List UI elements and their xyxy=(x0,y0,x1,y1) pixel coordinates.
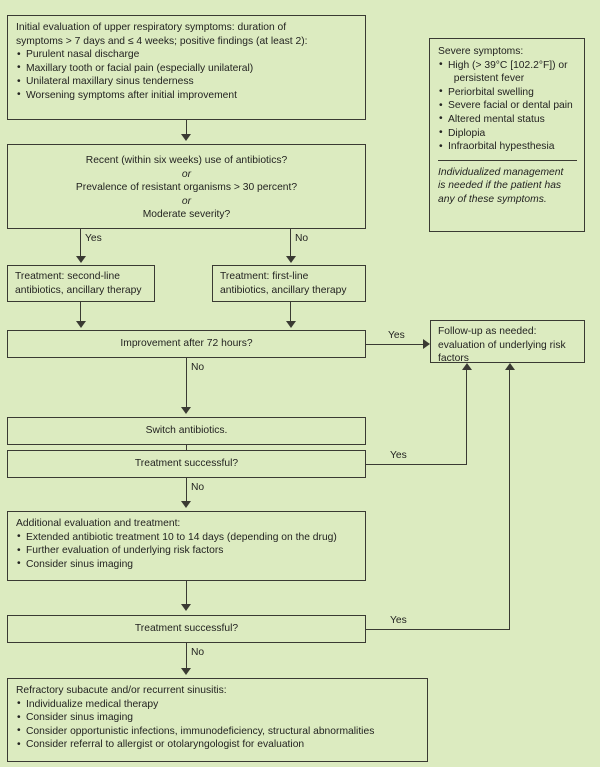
arrowhead-down xyxy=(181,604,191,611)
refractory-title: Refractory subacute and/or recurrent sin… xyxy=(16,685,227,696)
list-item: Consider opportunistic infections, immun… xyxy=(16,724,420,739)
severe-symptoms-divider xyxy=(438,159,577,161)
node-improvement-72-hours: Improvement after 72 hours? xyxy=(7,330,366,358)
list-item: Consider referral to allergist or otolar… xyxy=(16,738,420,752)
list-item: Individualize medical therapy xyxy=(16,697,420,712)
additional-evaluation-bullets: Extended antibiotic treatment 10 to 14 d… xyxy=(16,530,358,572)
edge-risk-no xyxy=(290,229,292,259)
risk-decision-line1: Recent (within six weeks) use of antibio… xyxy=(85,155,288,166)
arrowhead-down xyxy=(181,134,191,141)
node-treatment-successful-1: Treatment successful? xyxy=(7,450,366,478)
treatment-successful-1-text: Treatment successful? xyxy=(134,458,239,470)
arrowhead-up xyxy=(461,363,472,370)
initial-evaluation-title: Initial evaluation of upper respiratory … xyxy=(16,22,308,47)
arrowhead-down xyxy=(285,256,296,263)
list-item: Consider sinus imaging xyxy=(16,557,358,572)
node-treatment-second-line: Treatment: second-line antibiotics, anci… xyxy=(7,265,155,302)
treatment-first-line-text: Treatment: first-line antibiotics, ancil… xyxy=(220,271,347,296)
list-item: Worsening symptoms after initial improve… xyxy=(16,88,358,103)
list-item: Diplopia xyxy=(438,126,577,141)
risk-decision-or-1: or xyxy=(181,168,192,180)
list-item: Further evaluation of underlying risk fa… xyxy=(16,544,358,558)
node-risk-decision: Recent (within six weeks) use of antibio… xyxy=(7,144,366,229)
node-follow-up: Follow-up as needed: evaluation of under… xyxy=(430,320,585,365)
edge-success2-no xyxy=(185,643,187,672)
edge-label-improvement-yes: Yes xyxy=(388,330,405,341)
additional-evaluation-title: Additional evaluation and treatment: xyxy=(16,518,181,529)
arrowhead-up xyxy=(504,363,515,370)
edge-improvement-yes xyxy=(366,343,424,345)
severe-symptoms-bullets: High (> 39°C [102.2°F]) or persistent fe… xyxy=(438,58,577,154)
severe-symptoms-note: Individualized management is needed if t… xyxy=(438,166,564,205)
list-item: Maxillary tooth or facial pain (especial… xyxy=(16,61,358,76)
list-item: Extended antibiotic treatment 10 to 14 d… xyxy=(16,530,358,545)
list-item: Infraorbital hypesthesia xyxy=(438,140,577,154)
edge-success2-yes-vertical xyxy=(509,370,511,629)
list-item: Consider sinus imaging xyxy=(16,711,420,725)
switch-antibiotics-text: Switch antibiotics. xyxy=(145,425,228,437)
improvement-72-hours-text: Improvement after 72 hours? xyxy=(120,338,253,350)
arrowhead-down xyxy=(285,321,296,328)
edge-label-risk-yes: Yes xyxy=(85,233,102,244)
edge-secondline-to-improvement xyxy=(80,302,82,324)
risk-decision-line3: Moderate severity? xyxy=(142,209,231,221)
edge-label-success2-no: No xyxy=(191,647,205,658)
list-item: High (> 39°C [102.2°F]) or persistent fe… xyxy=(438,58,577,86)
edge-success2-yes-horizontal xyxy=(366,628,510,630)
arrowhead-down xyxy=(181,407,191,414)
treatment-second-line-text: Treatment: second-line antibiotics, anci… xyxy=(15,271,142,296)
list-item: Altered mental status xyxy=(438,112,577,127)
edge-risk-yes xyxy=(80,229,82,259)
edge-label-success2-yes: Yes xyxy=(390,615,407,626)
severe-symptoms-title: Severe symptoms: xyxy=(438,46,524,57)
list-item: Severe facial or dental pain xyxy=(438,99,577,113)
list-item: Periorbital swelling xyxy=(438,85,577,100)
edge-label-success1-yes: Yes xyxy=(390,450,407,461)
refractory-bullets: Individualize medical therapy Consider s… xyxy=(16,697,420,752)
follow-up-text: Follow-up as needed: evaluation of under… xyxy=(438,326,566,365)
node-treatment-successful-2: Treatment successful? xyxy=(7,615,366,643)
node-additional-evaluation: Additional evaluation and treatment: Ext… xyxy=(7,511,366,581)
arrowhead-down xyxy=(181,668,191,675)
edge-label-risk-no: No xyxy=(295,233,309,244)
edge-success1-no xyxy=(185,478,187,505)
treatment-successful-2-text: Treatment successful? xyxy=(134,623,239,635)
arrowhead-right xyxy=(423,339,430,349)
arrowhead-down xyxy=(181,501,191,508)
edge-success1-yes-vertical xyxy=(466,370,468,464)
initial-evaluation-bullets: Purulent nasal discharge Maxillary tooth… xyxy=(16,48,358,102)
edge-label-improvement-no: No xyxy=(191,362,205,373)
node-treatment-first-line: Treatment: first-line antibiotics, ancil… xyxy=(212,265,366,302)
list-item: Purulent nasal discharge xyxy=(16,48,358,62)
node-refractory-sinusitis: Refractory subacute and/or recurrent sin… xyxy=(7,678,428,762)
node-severe-symptoms: Severe symptoms: High (> 39°C [102.2°F])… xyxy=(429,38,585,232)
edge-firstline-to-improvement xyxy=(290,302,292,324)
edge-initial-to-risk xyxy=(185,120,187,137)
edge-improvement-no xyxy=(185,358,187,411)
arrowhead-down xyxy=(75,256,86,263)
edge-additional-to-success2 xyxy=(185,581,187,608)
edge-success1-yes-horizontal xyxy=(366,463,467,465)
list-item: Unilateral maxillary sinus tenderness xyxy=(16,75,358,89)
node-initial-evaluation: Initial evaluation of upper respiratory … xyxy=(7,15,366,120)
node-switch-antibiotics: Switch antibiotics. xyxy=(7,417,366,445)
arrowhead-down xyxy=(75,321,86,328)
risk-decision-line2: Prevalence of resistant organisms > 30 p… xyxy=(75,182,298,194)
edge-label-success1-no: No xyxy=(191,482,205,493)
risk-decision-or-2: or xyxy=(181,195,192,207)
